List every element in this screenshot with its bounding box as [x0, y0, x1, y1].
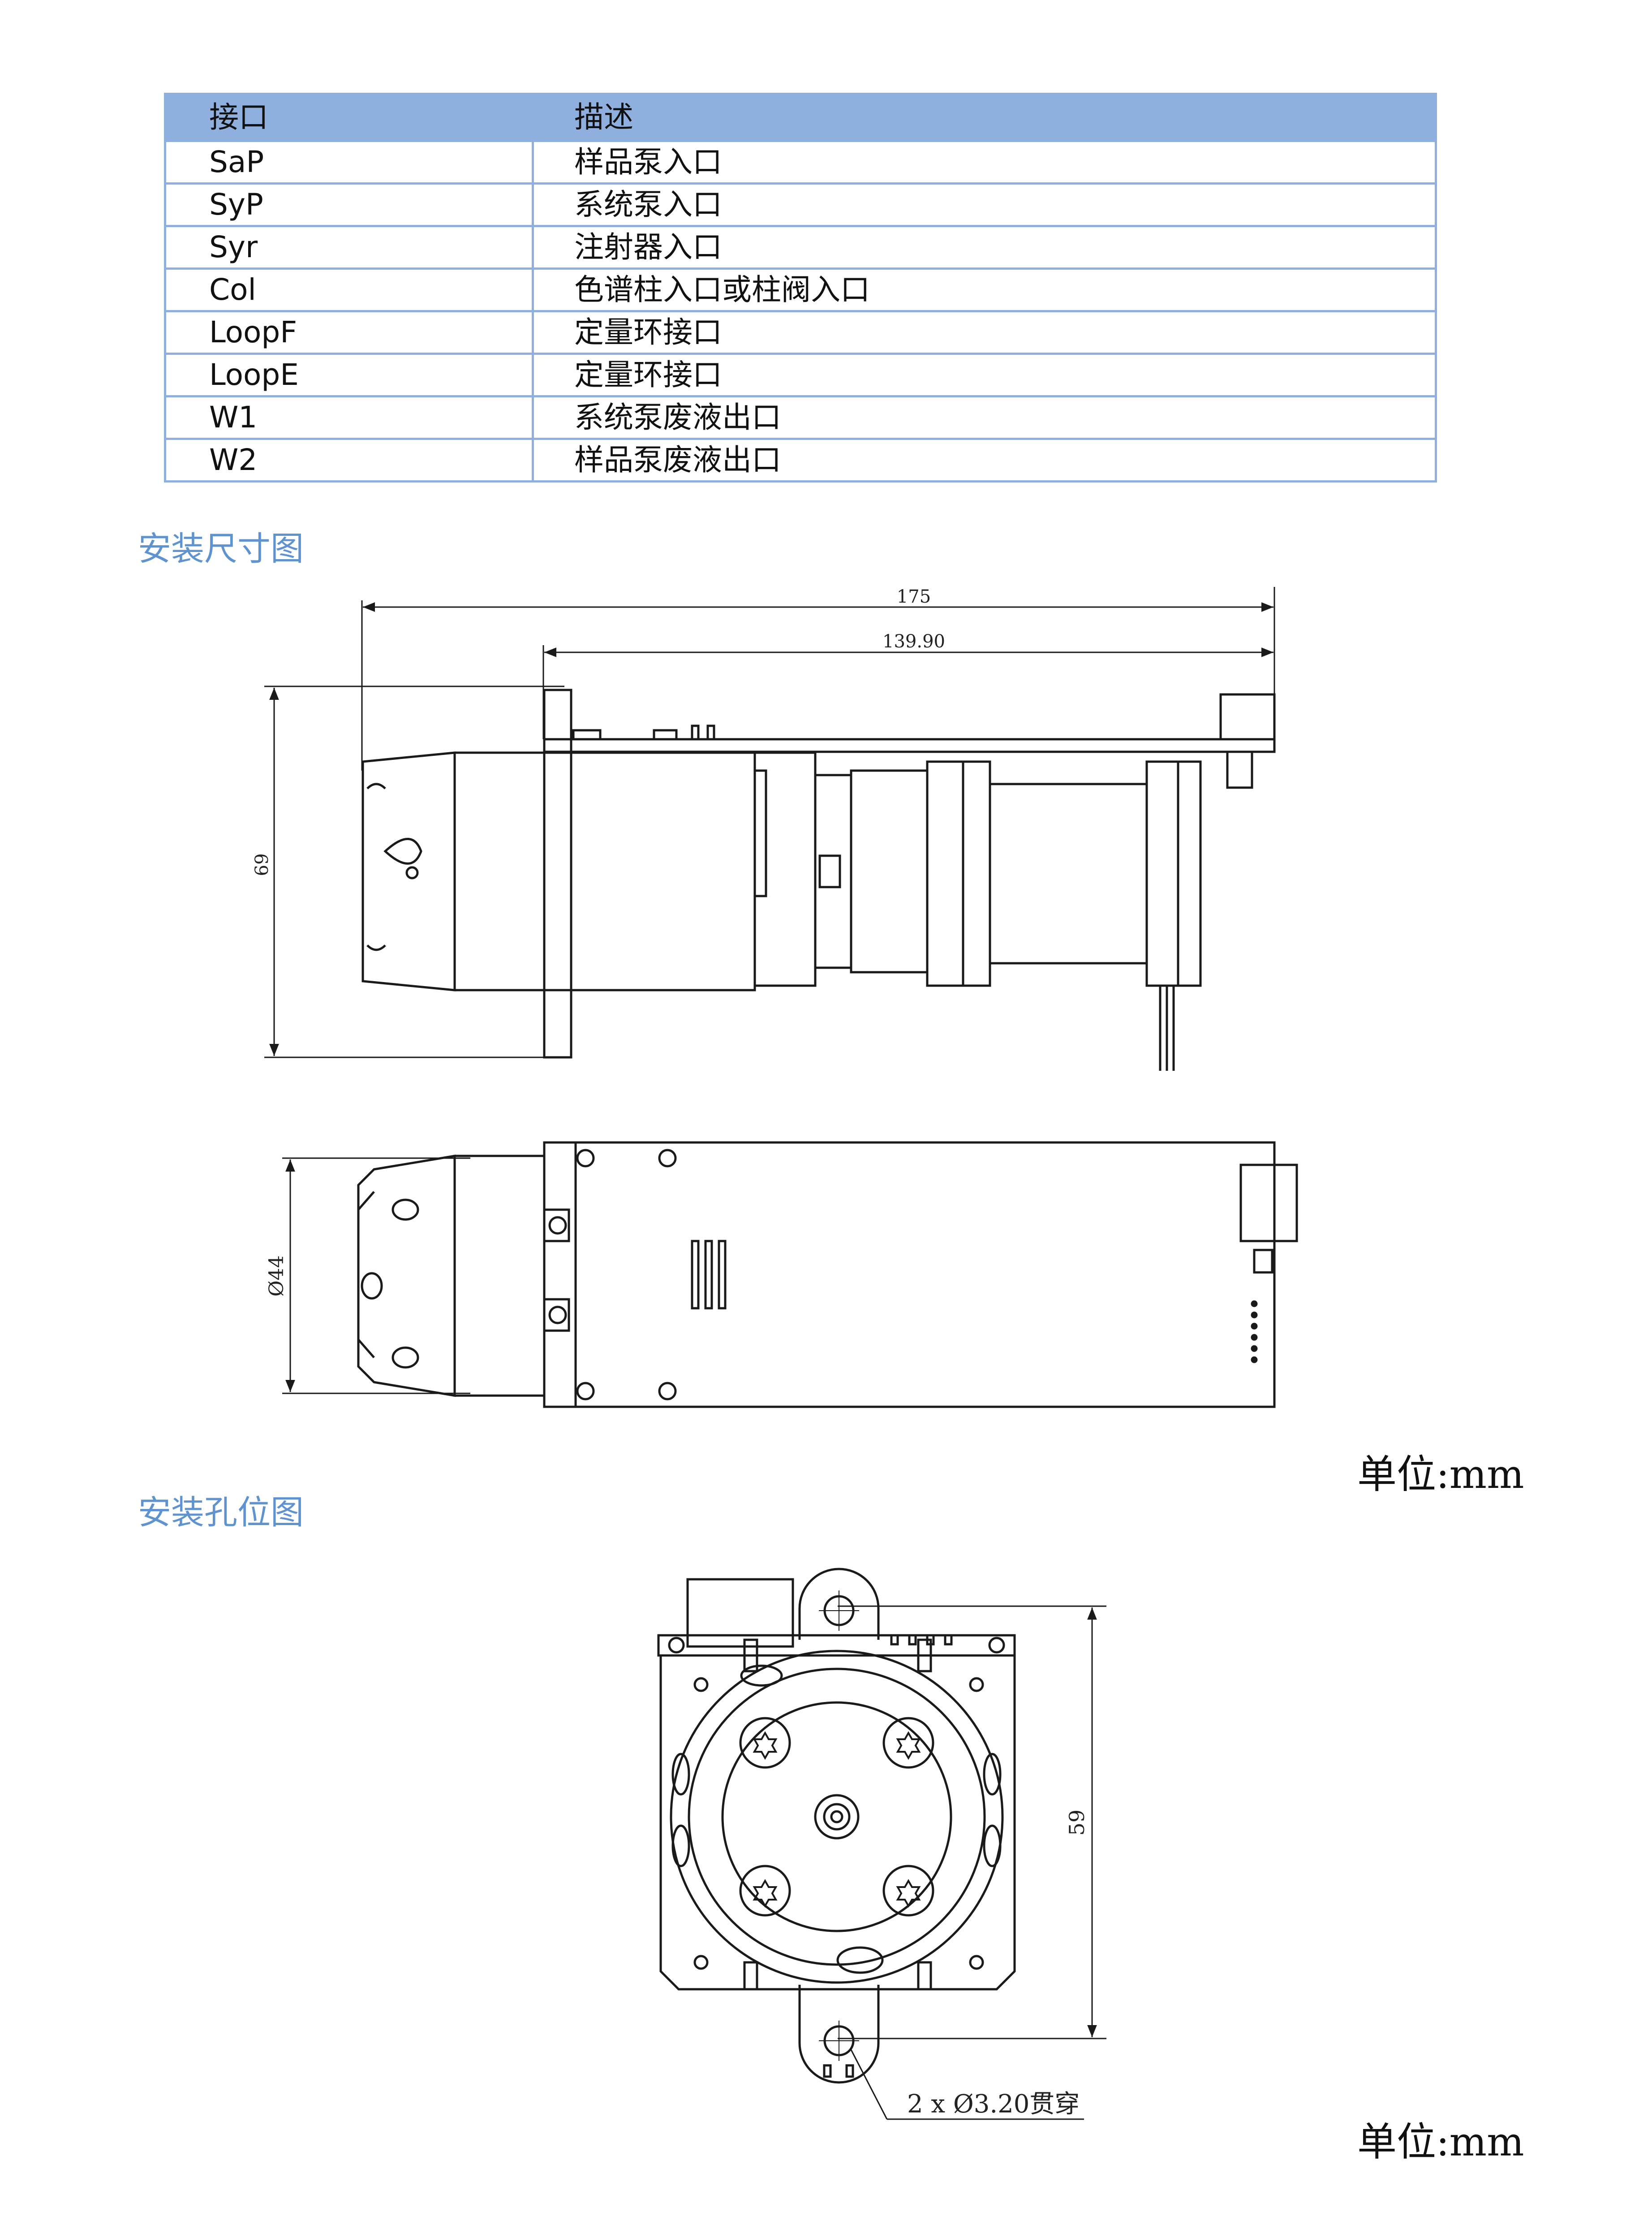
- dim-hole-callout: 2 x Ø3.20贯穿: [907, 2090, 1080, 2119]
- table-row: LoopF 定量环接口: [164, 310, 1437, 355]
- table-row: Col 色谱柱入口或柱阀入口: [164, 267, 1437, 312]
- dim-diameter: Ø44: [265, 1255, 288, 1297]
- header-description: 描述: [532, 93, 1437, 142]
- header-port: 接口: [164, 93, 534, 142]
- description-cell: 定量环接口: [532, 353, 1437, 397]
- table-row: SaP 样品泵入口: [164, 140, 1437, 185]
- dimensions-section-title: 安装尺寸图: [138, 530, 304, 568]
- port-cell: SaP: [164, 140, 534, 185]
- ports-table: 接口 描述 SaP 样品泵入口 SyP 系统泵入口 Syr 注射器入口 Col …: [164, 93, 1437, 483]
- dim-hole-spacing: 59: [1065, 1810, 1089, 1836]
- table-row: LoopE 定量环接口: [164, 353, 1437, 397]
- port-cell: SyP: [164, 182, 534, 227]
- table-header-row: 接口 描述: [164, 93, 1437, 142]
- port-cell: Syr: [164, 225, 534, 270]
- description-cell: 样品泵废液出口: [532, 438, 1437, 483]
- table-row: SyP 系统泵入口: [164, 182, 1437, 227]
- description-cell: 定量环接口: [532, 310, 1437, 355]
- unit-label: 单位:mm: [1357, 2119, 1524, 2165]
- top-view-drawing: [282, 1141, 1298, 1408]
- port-cell: W1: [164, 395, 534, 440]
- port-cell: LoopE: [164, 353, 534, 397]
- table-row: W2 样品泵废液出口: [164, 438, 1437, 483]
- holes-section-title: 安装孔位图: [138, 1493, 304, 1532]
- front-view-drawing: [657, 1568, 1106, 2120]
- description-cell: 注射器入口: [532, 225, 1437, 270]
- port-cell: Col: [164, 267, 534, 312]
- description-cell: 系统泵废液出口: [532, 395, 1437, 440]
- unit-label: 单位:mm: [1357, 1451, 1524, 1497]
- description-cell: 色谱柱入口或柱阀入口: [532, 267, 1437, 312]
- description-cell: 系统泵入口: [532, 182, 1437, 227]
- side-view-drawing: [264, 587, 1276, 1071]
- table-row: Syr 注射器入口: [164, 225, 1437, 270]
- dim-overall-length: 175: [897, 586, 931, 607]
- table-row: W1 系统泵废液出口: [164, 395, 1437, 440]
- description-cell: 样品泵入口: [532, 140, 1437, 185]
- dim-height: 69: [252, 853, 272, 876]
- port-cell: LoopF: [164, 310, 534, 355]
- port-cell: W2: [164, 438, 534, 483]
- dim-pcb-length: 139.90: [882, 631, 945, 652]
